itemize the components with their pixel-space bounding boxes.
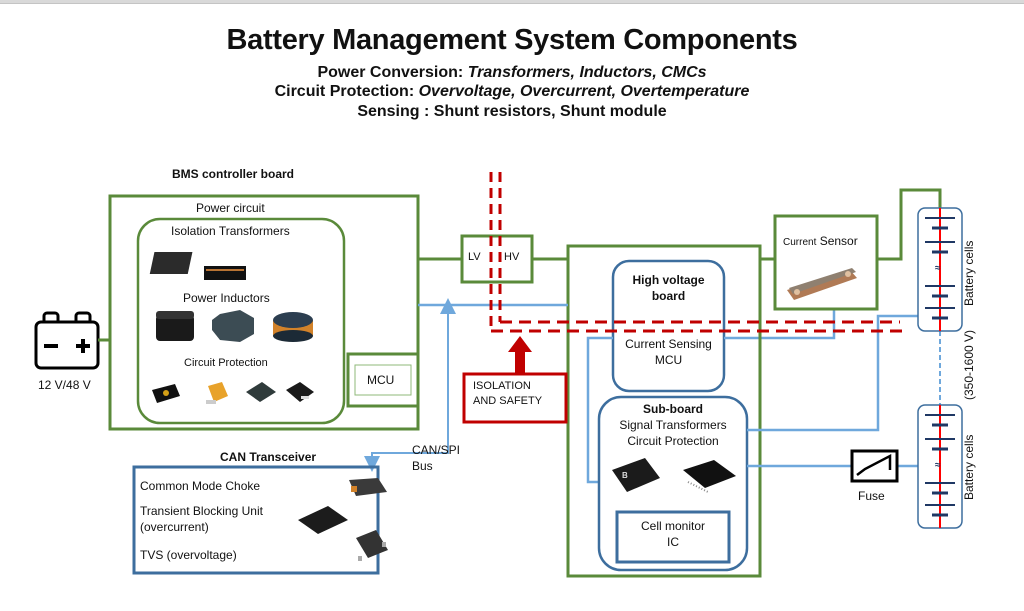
circuit-protection-label: Circuit Protection <box>184 357 268 369</box>
battery-cells-stack-top: ≈ <box>917 207 963 332</box>
voltage-range-label: (350-1600 V) <box>962 329 976 400</box>
power-inductor-image <box>212 310 254 342</box>
cell-monitor-line1: Cell monitor <box>640 519 706 533</box>
hv-board-to-sensor-wire <box>724 308 836 340</box>
battery-cells-label-top: Battery cells <box>962 240 976 306</box>
subtitle-prefix: Circuit Protection: <box>274 83 419 100</box>
cell-continuation-icon: ≈ <box>935 263 941 274</box>
can-item-transient-blocking-unit: Transient Blocking Unit <box>140 504 263 518</box>
subtitle-prefix: Power Conversion: <box>317 64 468 81</box>
shunt-resistor-image <box>787 268 857 300</box>
hv-board-title-line2: board <box>651 289 686 303</box>
cell-monitor-line2: IC <box>667 535 679 549</box>
signal-transformer-image: B <box>612 458 660 492</box>
battery-voltage-label: 12 V/48 V <box>38 378 91 392</box>
hv-board-to-subboard-wire <box>586 336 613 484</box>
circuit-protection-image <box>152 384 180 403</box>
sub-board-circuit-protection: Circuit Protection <box>627 434 719 448</box>
isolation-barrier <box>489 172 905 333</box>
window-top-edge <box>0 0 1024 4</box>
subtitle-prefix: Sensing : <box>357 103 434 120</box>
subtitle-sensing: Sensing : Shunt resistors, Shunt module <box>0 103 1024 121</box>
sub-board-title: Sub-board <box>643 402 703 416</box>
circuit-protection-image <box>246 382 276 402</box>
isolation-transformer-image <box>149 252 246 280</box>
isolation-callout-box <box>462 372 568 424</box>
power-circuit-label: Power circuit <box>196 201 265 215</box>
tvs-diode-image <box>356 530 388 561</box>
common-mode-choke-image <box>349 478 387 496</box>
circuit-protection-chip-image <box>683 460 736 493</box>
power-inductor-image <box>156 311 194 341</box>
subtitle-items: Transformers, Inductors, CMCs <box>467 64 707 81</box>
current-sensor-label-small: Current <box>783 237 817 248</box>
subboard-to-cells-wire <box>747 314 918 432</box>
battery-cells-stack-bottom: ≈ <box>917 404 963 529</box>
isolation-transformers-label: Isolation Transformers <box>171 224 290 238</box>
fuse-label: Fuse <box>858 489 885 503</box>
sub-board-box <box>597 395 749 572</box>
can-item-overcurrent-note: (overcurrent) <box>140 520 209 534</box>
isolation-callout-line2: AND SAFETY <box>473 395 543 407</box>
bms-controller-board-label: BMS controller board <box>172 167 295 181</box>
subtitle-items: Overvoltage, Overcurrent, Overtemperatur… <box>418 83 750 100</box>
sensor-to-cells-wire <box>877 188 942 261</box>
battery-icon <box>34 311 100 370</box>
current-sensor-box <box>773 214 879 311</box>
power-inductors-label: Power Inductors <box>183 291 270 305</box>
bus-label-line1: CAN/SPI <box>412 443 461 457</box>
lv-label: LV <box>468 251 481 263</box>
fuse-icon <box>850 449 899 483</box>
current-sensor-label: Current Sensor <box>783 234 858 248</box>
subtitle-circuit-protection: Circuit Protection: Overvoltage, Overcur… <box>0 83 1024 101</box>
can-item-common-mode-choke: Common Mode Choke <box>140 479 261 493</box>
mcu-inner-box <box>354 364 412 396</box>
sub-board-signal-transformers: Signal Transformers <box>619 418 727 432</box>
circuit-protection-image <box>206 382 228 404</box>
power-circuit-box <box>136 217 346 425</box>
circuit-protection-image <box>286 382 314 402</box>
hv-board-mcu: MCU <box>654 353 683 367</box>
high-voltage-board-box <box>611 259 726 393</box>
hv-board-title-line1: High voltage <box>632 273 705 287</box>
cell-continuation-icon: ≈ <box>935 460 941 471</box>
current-sensor-label-large: Sensor <box>819 234 858 248</box>
svg-text:B: B <box>622 471 628 480</box>
battery-cells-label-bottom: Battery cells <box>962 434 976 500</box>
can-transceiver-label: CAN Transceiver <box>220 450 317 464</box>
can-transceiver-box <box>132 465 380 575</box>
isolation-callout-line1: ISOLATION <box>473 380 531 392</box>
mcu-outer-box <box>346 352 420 408</box>
can-spi-bus-wire <box>364 305 449 472</box>
bus-label-line2: Bus <box>412 459 433 473</box>
diagram-title: Battery Management System Components <box>226 24 798 56</box>
bms-controller-board-box <box>108 194 420 431</box>
transient-blocking-unit-image <box>298 506 348 534</box>
hv-board-current-sensing: Current Sensing <box>625 337 712 351</box>
subtitle-power-conversion: Power Conversion: Transformers, Inductor… <box>0 64 1024 82</box>
cell-monitor-ic-box <box>615 510 731 564</box>
hv-label: HV <box>504 251 520 263</box>
subtitle-items: Shunt resistors, Shunt module <box>433 103 667 120</box>
can-item-tvs: TVS (overvoltage) <box>140 548 237 562</box>
mcu-label: MCU <box>367 373 395 387</box>
isolation-arrow-icon <box>508 336 532 374</box>
power-inductor-image <box>273 312 313 342</box>
